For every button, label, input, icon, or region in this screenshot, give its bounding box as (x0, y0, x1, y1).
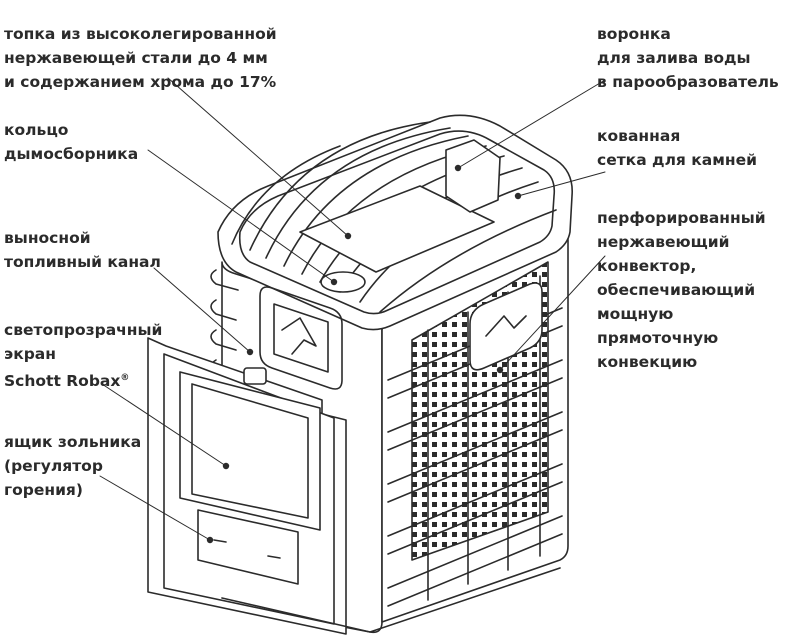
registered-mark: ® (120, 373, 130, 383)
label-convector-line-5: мощную (597, 305, 674, 323)
leader-ash-box (99, 475, 211, 541)
label-ash-box-line-2: (регулятор (4, 457, 103, 475)
leader-smoke-ring (147, 149, 335, 283)
leader-dots (206, 164, 522, 544)
label-convector-line-7: конвекцию (597, 353, 698, 371)
label-ash-box: ящик зольника (регулятор горения) (4, 430, 141, 502)
base (221, 567, 561, 633)
label-forged-grid-line-2: сетка для камней (597, 151, 758, 169)
side-panel-mark (485, 315, 527, 337)
firebox-top (299, 185, 495, 273)
side-panel (469, 282, 543, 371)
leader-convector (499, 255, 606, 371)
ash-box (197, 509, 299, 585)
label-glass-screen-brand: Schott Robax (4, 372, 121, 390)
label-glass-screen-line-1: светопрозрачный (4, 321, 163, 339)
label-glass-screen: светопрозрачный экран Schott Robax® (4, 318, 162, 393)
door-handle-badge (243, 367, 267, 385)
label-forged-grid-line-1: кованная (597, 127, 681, 145)
label-funnel-line-2: для залива воды (597, 49, 751, 67)
label-glass-screen-line-2: экран (4, 345, 56, 363)
label-forged-grid: кованная сетка для камней (597, 124, 757, 172)
label-firebox-line-2: нержавеющей стали до 4 мм (4, 49, 268, 67)
label-glass-screen-line-3: Schott Robax® (4, 366, 162, 393)
water-funnel (445, 139, 501, 213)
label-firebox-line-1: топка из высоколегированной (4, 25, 277, 43)
leader-forged-grid (517, 171, 606, 197)
smoke-ring (320, 271, 366, 293)
label-firebox-line-3: и содержанием хрома до 17% (4, 73, 277, 91)
leader-lines (99, 77, 606, 541)
leader-funnel (457, 79, 606, 169)
label-fuel-channel: выносной топливный канал (4, 226, 161, 274)
door-glass (191, 383, 309, 519)
label-convector-line-2: нержавеющий (597, 233, 730, 251)
label-fuel-channel-line-1: выносной (4, 229, 91, 247)
label-smoke-ring-line-1: кольцо (4, 121, 69, 139)
label-funnel: воронка для залива воды в парообразовате… (597, 22, 779, 94)
label-fuel-channel-line-2: топливный канал (4, 253, 161, 271)
label-smoke-ring: кольцо дымосборника (4, 118, 138, 166)
label-convector-line-4: обеспечивающий (597, 281, 756, 299)
label-convector-line-3: конвектор, (597, 257, 697, 275)
label-convector-line-1: перфорированный (597, 209, 766, 227)
front-upper-panel-inner (273, 303, 329, 373)
label-ash-box-line-3: горения) (4, 481, 83, 499)
front-upper-panel (259, 286, 343, 390)
front-upper-panel-mark (281, 317, 317, 355)
label-firebox: топка из высоколегированной нержавеющей … (4, 22, 277, 94)
leader-firebox (167, 77, 349, 237)
label-ash-box-line-1: ящик зольника (4, 433, 142, 451)
label-smoke-ring-line-2: дымосборника (4, 145, 139, 163)
leader-glass-screen (101, 383, 227, 467)
label-funnel-line-1: воронка (597, 25, 671, 43)
label-funnel-line-3: в парообразователь (597, 73, 779, 91)
label-convector-line-6: прямоточную (597, 329, 719, 347)
leader-fuel-channel (153, 267, 251, 353)
label-convector: перфорированный нержавеющий конвектор, о… (597, 206, 766, 374)
